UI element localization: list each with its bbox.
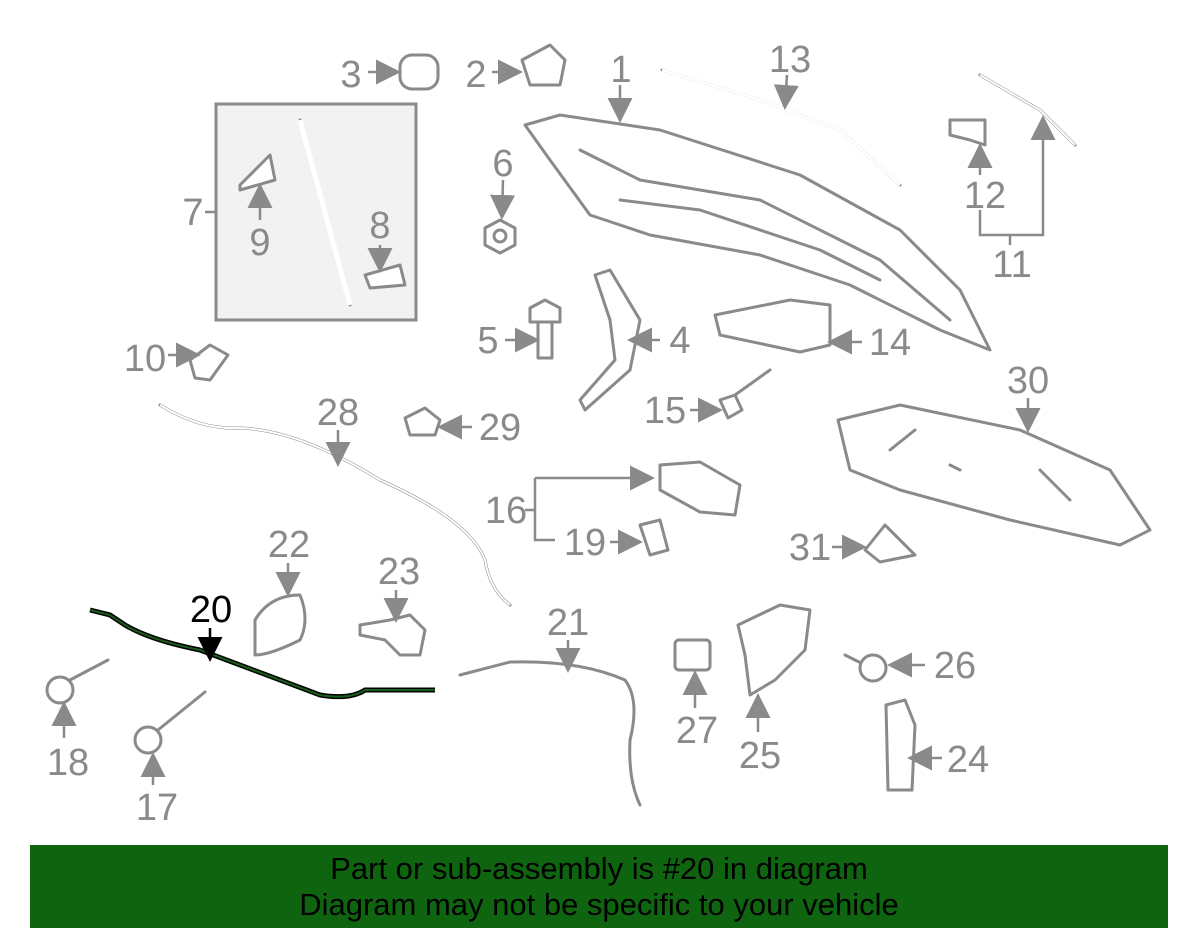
callout-19[interactable]: 19	[564, 522, 606, 564]
part-bolt-17[interactable]	[133, 690, 207, 755]
leader-arrows	[51, 59, 1041, 785]
part-insulator-30[interactable]	[836, 403, 1152, 547]
part-bracket-25[interactable]	[736, 603, 812, 697]
callout-30[interactable]: 30	[1007, 360, 1049, 402]
callout-18[interactable]: 18	[47, 742, 89, 784]
part-screw-18[interactable]	[45, 658, 110, 705]
callout-31[interactable]: 31	[789, 527, 831, 569]
callout-14[interactable]: 14	[869, 322, 911, 364]
bracket-16	[525, 478, 650, 542]
callout-4[interactable]: 4	[669, 320, 690, 362]
part-release-cable-20[interactable]	[89, 607, 435, 700]
part-bolt-5[interactable]	[528, 298, 562, 360]
part-screw-26[interactable]	[843, 653, 888, 683]
part-bracket-24[interactable]	[884, 698, 917, 792]
part-cable-21[interactable]	[458, 660, 642, 807]
callout-26[interactable]: 26	[934, 645, 976, 687]
part-clip-31[interactable]	[863, 523, 917, 564]
part-handle-23[interactable]	[358, 613, 427, 657]
callout-27[interactable]: 27	[676, 710, 718, 752]
callout-25[interactable]: 25	[739, 735, 781, 777]
part-grommet-27[interactable]	[673, 638, 712, 672]
part-pin-10[interactable]	[188, 343, 230, 382]
callout-12[interactable]: 12	[964, 175, 1006, 217]
callout-2[interactable]: 2	[465, 54, 486, 96]
callout-5[interactable]: 5	[477, 320, 498, 362]
callout-22[interactable]: 22	[268, 524, 310, 566]
part-strut-7[interactable]	[297, 118, 353, 307]
callout-16[interactable]: 16	[485, 490, 527, 532]
callout-10[interactable]: 10	[124, 338, 166, 380]
part-hinge-4[interactable]	[578, 268, 642, 412]
callout-23[interactable]: 23	[378, 551, 420, 593]
part-latch-16[interactable]	[658, 460, 742, 517]
part-bumper-19[interactable]	[638, 518, 670, 557]
callout-24[interactable]: 24	[947, 739, 989, 781]
banner-line-1: Part or sub-assembly is #20 in diagram	[330, 851, 868, 886]
callout-3[interactable]: 3	[340, 54, 361, 96]
part-bumper-3[interactable]	[398, 53, 440, 91]
part-bolt-15[interactable]	[718, 368, 772, 420]
callout-6[interactable]: 6	[492, 143, 513, 185]
part-bracket-9[interactable]	[238, 153, 277, 192]
callout-1[interactable]: 1	[610, 49, 631, 91]
part-clip-29[interactable]	[403, 406, 442, 437]
banner-line-2: Diagram may not be specific to your vehi…	[299, 887, 899, 922]
info-banner: Part or sub-assembly is #20 in diagram D…	[30, 845, 1168, 928]
callout-11[interactable]: 11	[992, 244, 1031, 286]
part-cover-22[interactable]	[253, 593, 307, 657]
bracket-11	[978, 115, 1056, 237]
callout-28[interactable]: 28	[317, 392, 359, 434]
callout-20-highlighted[interactable]: 20	[190, 589, 232, 631]
part-weatherstrip-11[interactable]	[978, 73, 1077, 147]
part-bumper-2[interactable]	[520, 43, 567, 87]
part-rod-28[interactable]	[158, 403, 512, 607]
callout-9[interactable]: 9	[249, 222, 270, 264]
callout-7[interactable]: 7	[182, 192, 203, 234]
part-weatherstrip-13[interactable]	[660, 68, 902, 187]
callout-8[interactable]: 8	[369, 205, 390, 247]
part-latch-14[interactable]	[713, 298, 832, 354]
part-hood[interactable]	[523, 113, 992, 352]
callout-17[interactable]: 17	[136, 787, 178, 829]
part-nut-6[interactable]	[483, 218, 517, 255]
callout-15[interactable]: 15	[644, 390, 686, 432]
callout-29[interactable]: 29	[479, 407, 521, 449]
callout-13[interactable]: 13	[769, 39, 811, 81]
part-clip-12[interactable]	[948, 118, 987, 147]
callout-21[interactable]: 21	[547, 602, 589, 644]
